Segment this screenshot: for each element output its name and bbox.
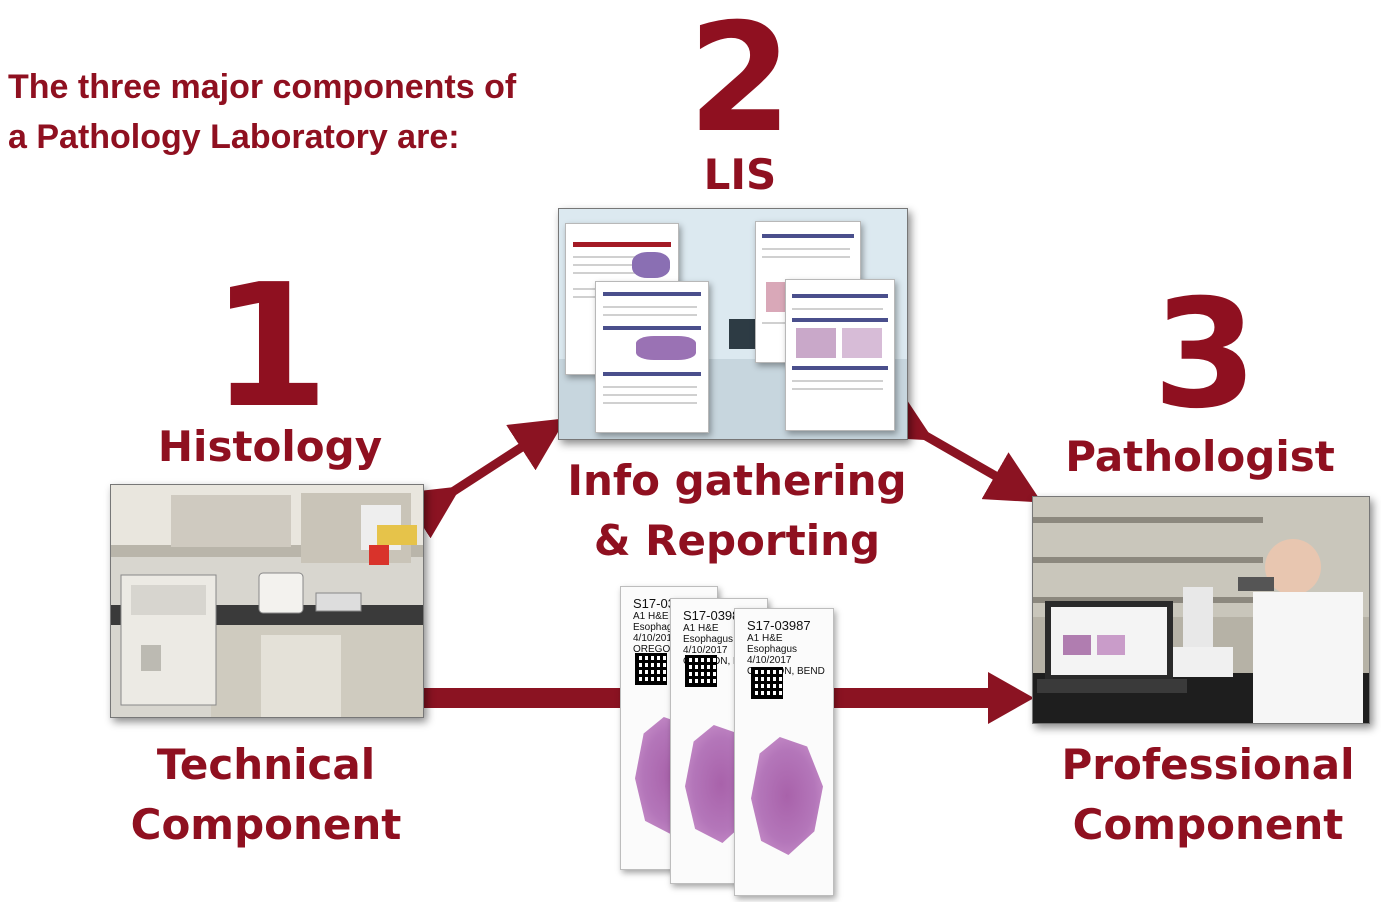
slide-1-stain: A1 H&E <box>633 611 669 622</box>
slide-2-barcode-icon <box>685 655 717 687</box>
technical-caption-line-2: Component <box>130 800 402 849</box>
lis-reports-photo <box>558 208 908 440</box>
number-2: 2 <box>687 0 793 166</box>
professional-caption-line-1: Professional <box>1061 740 1355 789</box>
histology-lab-illustration <box>111 485 423 717</box>
pathologist-illustration <box>1033 497 1369 723</box>
lis-report-doc-2 <box>595 281 709 433</box>
slide-3-location: OREGON, BEND <box>747 666 825 677</box>
slide-3-stain: A1 H&E <box>747 633 783 644</box>
slide-3-date: 4/10/2017 <box>747 655 792 666</box>
lis-report-doc-4 <box>785 279 895 431</box>
intro-heading: The three major components of a Patholog… <box>8 62 628 162</box>
slide-2-location: OREGON, BEND <box>683 656 761 667</box>
slide-3-tissue-section <box>751 737 823 855</box>
slide-3-tissue: Esophagus <box>747 644 798 655</box>
pathologist-label: Pathologist <box>1065 432 1335 481</box>
arrow-histology-lis <box>401 418 567 539</box>
intro-line-1: The three major components of <box>8 68 517 106</box>
slide-3-id: S17-03987 <box>747 618 811 633</box>
slide-1-tissue: Esophagus <box>633 622 684 633</box>
number-1: 1 <box>210 248 330 446</box>
slide-3-barcode-icon <box>751 667 783 699</box>
number-3: 3 <box>1152 268 1258 442</box>
slide-label-2: S17-03987 A1 H&E Esophagus 4/10/2017 ORE… <box>683 608 761 668</box>
slide-2-tissue: Esophagus <box>683 634 734 645</box>
intro-line-2: a Pathology Laboratory are: <box>8 118 460 156</box>
slide-1-barcode-icon <box>635 653 667 685</box>
professional-caption-line-2: Component <box>1072 800 1344 849</box>
slide-1-date: 4/10/2017 <box>633 633 678 644</box>
slide-label-3: S17-03987 A1 H&E Esophagus 4/10/2017 ORE… <box>747 618 825 678</box>
histology-label: Histology <box>157 422 383 471</box>
slide-2-date: 4/10/2017 <box>683 645 728 656</box>
lis-caption-line-1: Info gathering <box>567 456 907 505</box>
arrowhead-pathologist <box>988 672 1034 724</box>
glass-slide-3: S17-03987 A1 H&E Esophagus 4/10/2017 ORE… <box>734 608 834 896</box>
histology-lab-photo <box>110 484 424 718</box>
pathologist-microscope-photo <box>1032 496 1370 724</box>
slide-2-stain: A1 H&E <box>683 623 719 634</box>
slide-2-id: S17-03987 <box>683 608 747 623</box>
technical-caption-line-1: Technical <box>156 740 376 789</box>
lis-caption-line-2: & Reporting <box>593 516 881 565</box>
arrow-lis-pathologist <box>873 390 1042 503</box>
lis-label: LIS <box>703 150 777 199</box>
